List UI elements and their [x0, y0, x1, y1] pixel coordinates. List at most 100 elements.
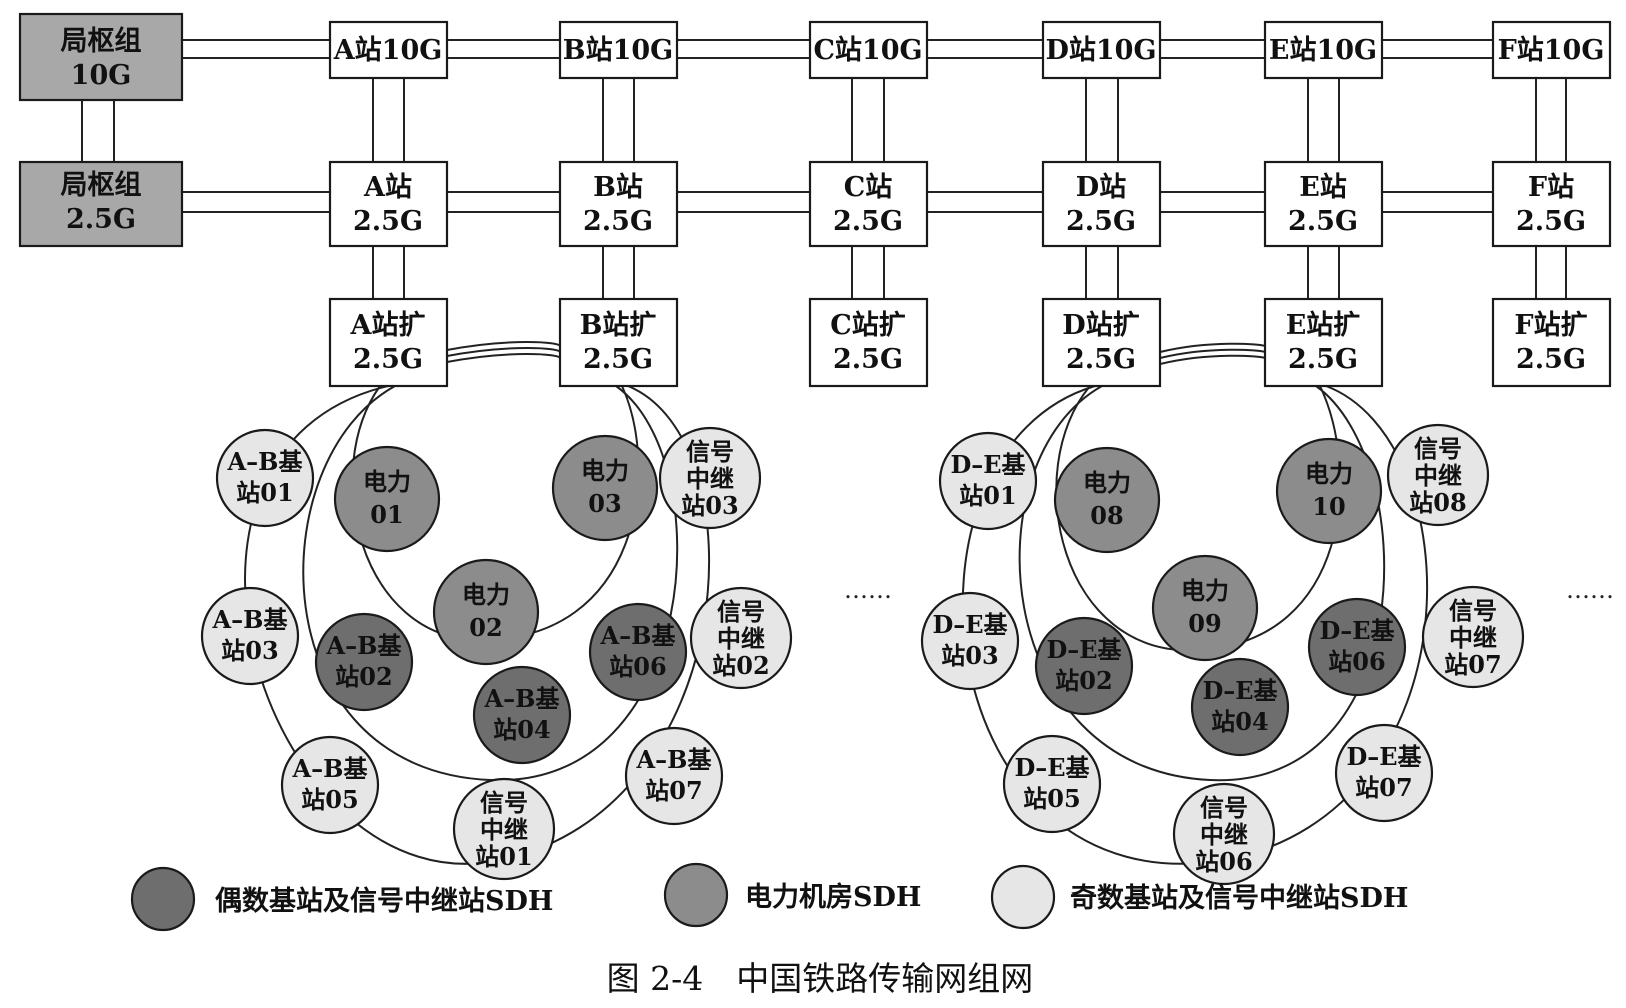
node-ab04-line2: 站04 — [493, 715, 550, 744]
station-a-ext-rate: 2.5G — [353, 344, 423, 375]
node-s08-line2: 中继 — [1414, 461, 1462, 490]
node-de01-line1: D–E基 — [950, 450, 1026, 479]
station-b-2g5-name: B站 — [593, 172, 643, 203]
node-de06-line1: D–E基 — [1319, 616, 1395, 645]
station-b-ext-name: B站扩 — [580, 310, 657, 341]
node-ab07-line1: A–B基 — [636, 745, 713, 774]
node-ab07-line2: 站07 — [645, 776, 702, 805]
node-s07-line1: 信号 — [1449, 596, 1497, 625]
node-s02-line3: 站02 — [712, 651, 769, 680]
legend-even-swatch — [130, 866, 196, 932]
node-de02: D–E基 站02 — [1034, 616, 1134, 716]
node-s06: 信号 中继 站06 — [1172, 782, 1276, 886]
node-de07-line2: 站07 — [1355, 773, 1412, 802]
hub-10g-label-line1: 局枢组 — [61, 25, 142, 57]
node-p03-line2: 03 — [588, 489, 621, 518]
node-p02-line2: 02 — [469, 613, 502, 642]
node-p08: 电力 08 — [1053, 446, 1161, 554]
station-d-ext-rate: 2.5G — [1066, 344, 1136, 375]
station-b-2g5-rate: 2.5G — [583, 206, 653, 237]
station-e-ext-rate: 2.5G — [1288, 344, 1358, 375]
legend-odd-swatch — [990, 864, 1056, 930]
node-s01-line2: 中继 — [480, 815, 528, 844]
node-p09-line2: 09 — [1188, 609, 1221, 638]
node-s03-line1: 信号 — [686, 437, 734, 466]
node-s06-line1: 信号 — [1200, 793, 1248, 822]
node-s03: 信号 中继 站03 — [658, 426, 762, 530]
node-de03-line2: 站03 — [941, 641, 998, 670]
node-s02-line2: 中继 — [717, 624, 765, 653]
node-p03: 电力 03 — [551, 434, 659, 542]
station-d-ext-name: D站扩 — [1062, 310, 1139, 341]
node-p10-line2: 10 — [1312, 492, 1345, 521]
station-d-2g5-name: D站 — [1076, 172, 1126, 203]
station-a-ext-name: A站扩 — [350, 310, 426, 341]
station-e-2g5-rate: 2.5G — [1288, 206, 1358, 237]
node-de07-line1: D–E基 — [1346, 742, 1422, 771]
node-de06: D–E基 站06 — [1307, 597, 1407, 697]
station-c-2g5-name: C站 — [844, 172, 893, 203]
node-de04-line2: 站04 — [1211, 707, 1268, 736]
node-ab05-line1: A–B基 — [292, 754, 369, 783]
station-f-ext-rate: 2.5G — [1516, 344, 1586, 375]
hub-10g-box: 局枢组 10G — [18, 12, 184, 102]
node-p09: 电力 09 — [1151, 554, 1259, 662]
stations-2g5: A站 2.5G B站 2.5G C站 2.5G D站 2.5G E站 2.5G … — [328, 160, 1612, 248]
node-s06-line3: 站06 — [1195, 847, 1252, 876]
node-p08-line1: 电力 — [1083, 468, 1131, 497]
node-ab04-line1: A–B基 — [484, 684, 561, 713]
node-s08: 信号 中继 站08 — [1386, 423, 1490, 527]
node-s06-line2: 中继 — [1200, 820, 1248, 849]
node-de03-line1: D–E基 — [932, 610, 1008, 639]
node-p02: 电力 02 — [432, 558, 540, 666]
node-de03: D–E基 站03 — [920, 591, 1020, 691]
node-de07: D–E基 站07 — [1334, 723, 1434, 823]
node-de05-line1: D–E基 — [1014, 753, 1090, 782]
node-de02-line2: 站02 — [1055, 666, 1112, 695]
station-f-2g5-rate: 2.5G — [1516, 206, 1586, 237]
node-ab01-line2: 站01 — [236, 478, 293, 507]
station-d-10g: D站10G — [1045, 35, 1156, 66]
node-s07: 信号 中继 站07 — [1421, 585, 1525, 689]
node-s03-line2: 中继 — [686, 464, 734, 493]
node-s02-line1: 信号 — [717, 597, 765, 626]
hub-2g5-box: 局枢组 2.5G — [18, 160, 184, 248]
node-ab04: A–B基 站04 — [472, 665, 572, 765]
station-c-10g: C站10G — [813, 35, 922, 66]
station-f-ext-name: F站扩 — [1514, 310, 1587, 341]
ellipsis-middle: …… — [844, 576, 892, 604]
node-ab01-line1: A–B基 — [227, 447, 304, 476]
links-10g-row — [182, 39, 1493, 59]
links-2g5-row — [182, 191, 1493, 213]
stations-10g: A站10G B站10G C站10G D站10G E站10G F站10G — [328, 20, 1612, 80]
node-ab01: A–B基 站01 — [215, 428, 315, 528]
node-ab03-line1: A–B基 — [212, 605, 289, 634]
stations-ext: A站扩 2.5G B站扩 2.5G C站扩 2.5G D站扩 2.5G E站扩 … — [328, 297, 1612, 388]
station-d-2g5-rate: 2.5G — [1066, 206, 1136, 237]
node-ab06: A–B基 站06 — [588, 602, 688, 702]
node-s08-line3: 站08 — [1409, 488, 1466, 517]
node-de01-line2: 站01 — [959, 481, 1016, 510]
node-ab02-line2: 站02 — [335, 662, 392, 691]
node-s08-line1: 信号 — [1414, 434, 1462, 463]
node-s01-line1: 信号 — [480, 788, 528, 817]
station-f-10g: F站10G — [1498, 35, 1605, 66]
node-de02-line1: D–E基 — [1046, 635, 1122, 664]
station-e-ext-name: E站扩 — [1286, 310, 1361, 341]
node-de06-line2: 站06 — [1328, 647, 1385, 676]
hub-2g5-label-line1: 局枢组 — [61, 169, 142, 201]
node-s01-line3: 站01 — [475, 842, 532, 871]
node-p08-line2: 08 — [1090, 501, 1123, 530]
node-s03-line3: 站03 — [681, 491, 738, 520]
node-ab03: A–B基 站03 — [200, 586, 300, 686]
node-s02: 信号 中继 站02 — [689, 586, 793, 690]
node-ab07: A–B基 站07 — [624, 726, 724, 826]
station-a-2g5-name: A站 — [363, 172, 412, 203]
node-p03-line1: 电力 — [581, 456, 629, 485]
node-p10: 电力 10 — [1275, 437, 1383, 545]
node-s01: 信号 中继 站01 — [452, 777, 556, 881]
node-ab02-line1: A–B基 — [326, 631, 403, 660]
station-f-2g5-name: F站 — [1528, 172, 1574, 203]
station-c-ext-rate: 2.5G — [833, 344, 903, 375]
